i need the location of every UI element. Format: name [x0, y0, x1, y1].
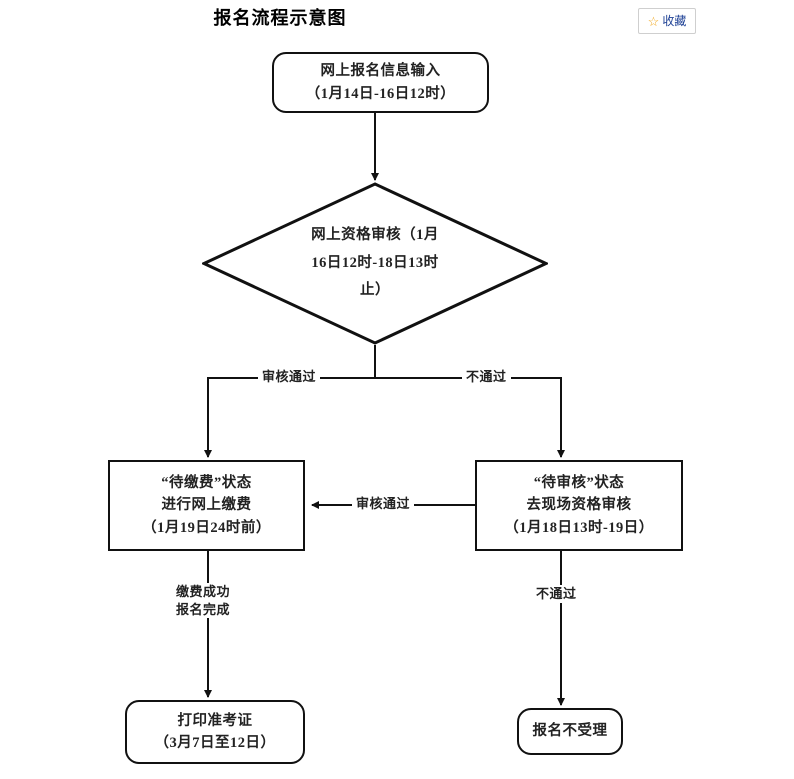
node-pending-review: “待审核”状态 去现场资格审核 （1月18日13时-19日）	[475, 460, 683, 551]
diamond-shape	[202, 182, 548, 345]
favorite-button-label: 收藏	[662, 14, 687, 28]
node-pending-review-line-2: 去现场资格审核	[526, 497, 632, 514]
edge-label-pass-top: 审核通过	[258, 368, 321, 386]
node-qualification-review-line-3: 止）	[360, 282, 390, 299]
node-not-accepted: 报名不受理	[517, 708, 623, 755]
node-pending-payment-line-2: 进行网上缴费	[161, 497, 252, 514]
node-print-ticket: 打印准考证 （3月7日至12日）	[125, 700, 305, 764]
node-qualification-review-line-1: 网上资格审核（1月	[311, 227, 439, 244]
node-online-input: 网上报名信息输入 （1月14日-16日12时）	[272, 52, 489, 113]
node-qualification-review-line-2: 16日12时-18日13时	[311, 254, 439, 271]
node-pending-review-line-3: （1月18日13时-19日）	[504, 519, 654, 536]
node-online-input-line-1: 网上报名信息输入	[320, 63, 441, 80]
node-online-input-line-2: （1月14日-16日12时）	[305, 85, 456, 102]
node-print-ticket-line-2: （3月7日至12日）	[154, 735, 276, 751]
node-qualification-review: 网上资格审核（1月 16日12时-18日13时 止）	[202, 182, 548, 345]
edge-label-fail-top: 不通过	[462, 368, 511, 386]
node-not-accepted-line-1: 报名不受理	[532, 723, 608, 740]
favorite-button[interactable]: ☆ 收藏	[638, 8, 696, 34]
edge-label-pass-middle: 审核通过	[352, 495, 415, 513]
node-pending-payment-line-1: “待缴费”状态	[161, 474, 252, 491]
edge-label-pay-success-line-2: 报名完成	[176, 601, 231, 617]
page-title: 报名流程示意图	[213, 8, 347, 28]
node-print-ticket-line-1: 打印准考证	[177, 712, 253, 729]
edge-label-pay-success-line-1: 缴费成功	[176, 584, 231, 599]
node-pending-payment: “待缴费”状态 进行网上缴费 （1月19日24时前）	[108, 460, 305, 551]
node-pending-payment-line-3: （1月19日24时前）	[142, 519, 271, 536]
edge-label-fail-bottom: 不通过	[532, 585, 581, 603]
star-icon: ☆	[647, 13, 660, 29]
edge-label-pay-success: 缴费成功 报名完成	[172, 583, 235, 619]
node-pending-review-line-1: “待审核”状态	[533, 474, 625, 491]
